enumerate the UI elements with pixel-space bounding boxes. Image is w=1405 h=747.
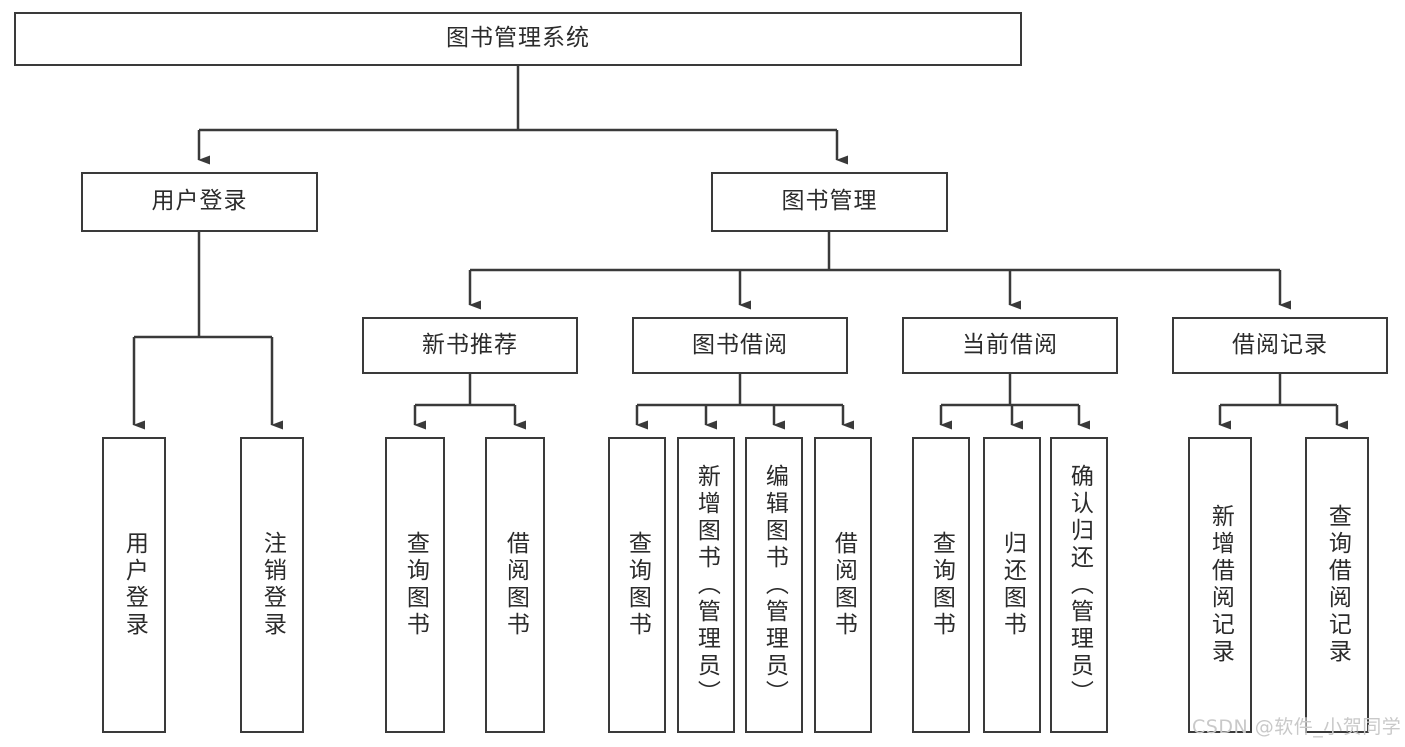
node-new-book-recommend-label: 新书推荐 — [422, 331, 518, 358]
leaf-user-logout[interactable]: 注销登录 — [240, 437, 304, 733]
leaf-query-book-current[interactable]: 查询图书 — [912, 437, 970, 733]
node-root-label: 图书管理系统 — [446, 25, 590, 52]
node-book-borrow-label: 图书借阅 — [692, 331, 788, 358]
leaf-edit-book-admin-label: 编辑图书（管理员） — [761, 463, 788, 707]
node-book-borrow[interactable]: 图书借阅 — [632, 317, 848, 374]
leaf-add-borrow-record[interactable]: 新增借阅记录 — [1188, 437, 1252, 733]
leaf-query-borrow-record[interactable]: 查询借阅记录 — [1305, 437, 1369, 733]
leaf-borrow-book-label: 借阅图书 — [830, 531, 857, 639]
leaf-query-borrow-record-label: 查询借阅记录 — [1324, 504, 1351, 666]
leaf-return-book[interactable]: 归还图书 — [983, 437, 1041, 733]
leaf-return-book-label: 归还图书 — [999, 531, 1026, 639]
node-user-login[interactable]: 用户登录 — [81, 172, 318, 232]
node-current-borrow-label: 当前借阅 — [962, 331, 1058, 358]
leaf-confirm-return-admin-label: 确认归还（管理员） — [1066, 463, 1093, 707]
node-borrow-record-label: 借阅记录 — [1232, 331, 1328, 358]
leaf-add-book-admin[interactable]: 新增图书（管理员） — [677, 437, 735, 733]
leaf-query-book-borrow-label: 查询图书 — [624, 531, 651, 639]
node-user-login-label: 用户登录 — [151, 188, 248, 215]
node-book-management[interactable]: 图书管理 — [711, 172, 948, 232]
leaf-query-book-current-label: 查询图书 — [928, 531, 955, 639]
leaf-query-book-borrow[interactable]: 查询图书 — [608, 437, 666, 733]
leaf-confirm-return-admin[interactable]: 确认归还（管理员） — [1050, 437, 1108, 733]
leaf-add-book-admin-label: 新增图书（管理员） — [693, 463, 720, 707]
node-root-system[interactable]: 图书管理系统 — [14, 12, 1022, 66]
leaf-query-book-recommend-label: 查询图书 — [402, 531, 429, 639]
node-new-book-recommend[interactable]: 新书推荐 — [362, 317, 578, 374]
leaf-borrow-book-recommend[interactable]: 借阅图书 — [485, 437, 545, 733]
node-current-borrow[interactable]: 当前借阅 — [902, 317, 1118, 374]
node-book-management-label: 图书管理 — [781, 188, 878, 215]
leaf-add-borrow-record-label: 新增借阅记录 — [1207, 504, 1234, 666]
leaf-user-login-label: 用户登录 — [121, 531, 148, 639]
leaf-borrow-book[interactable]: 借阅图书 — [814, 437, 872, 733]
leaf-edit-book-admin[interactable]: 编辑图书（管理员） — [745, 437, 803, 733]
leaf-user-login[interactable]: 用户登录 — [102, 437, 166, 733]
leaf-user-logout-label: 注销登录 — [259, 531, 286, 639]
leaf-query-book-recommend[interactable]: 查询图书 — [385, 437, 445, 733]
leaf-borrow-book-recommend-label: 借阅图书 — [502, 531, 529, 639]
node-borrow-record[interactable]: 借阅记录 — [1172, 317, 1388, 374]
csdn-watermark: CSDN @软件_小贺同学 — [1192, 716, 1402, 738]
